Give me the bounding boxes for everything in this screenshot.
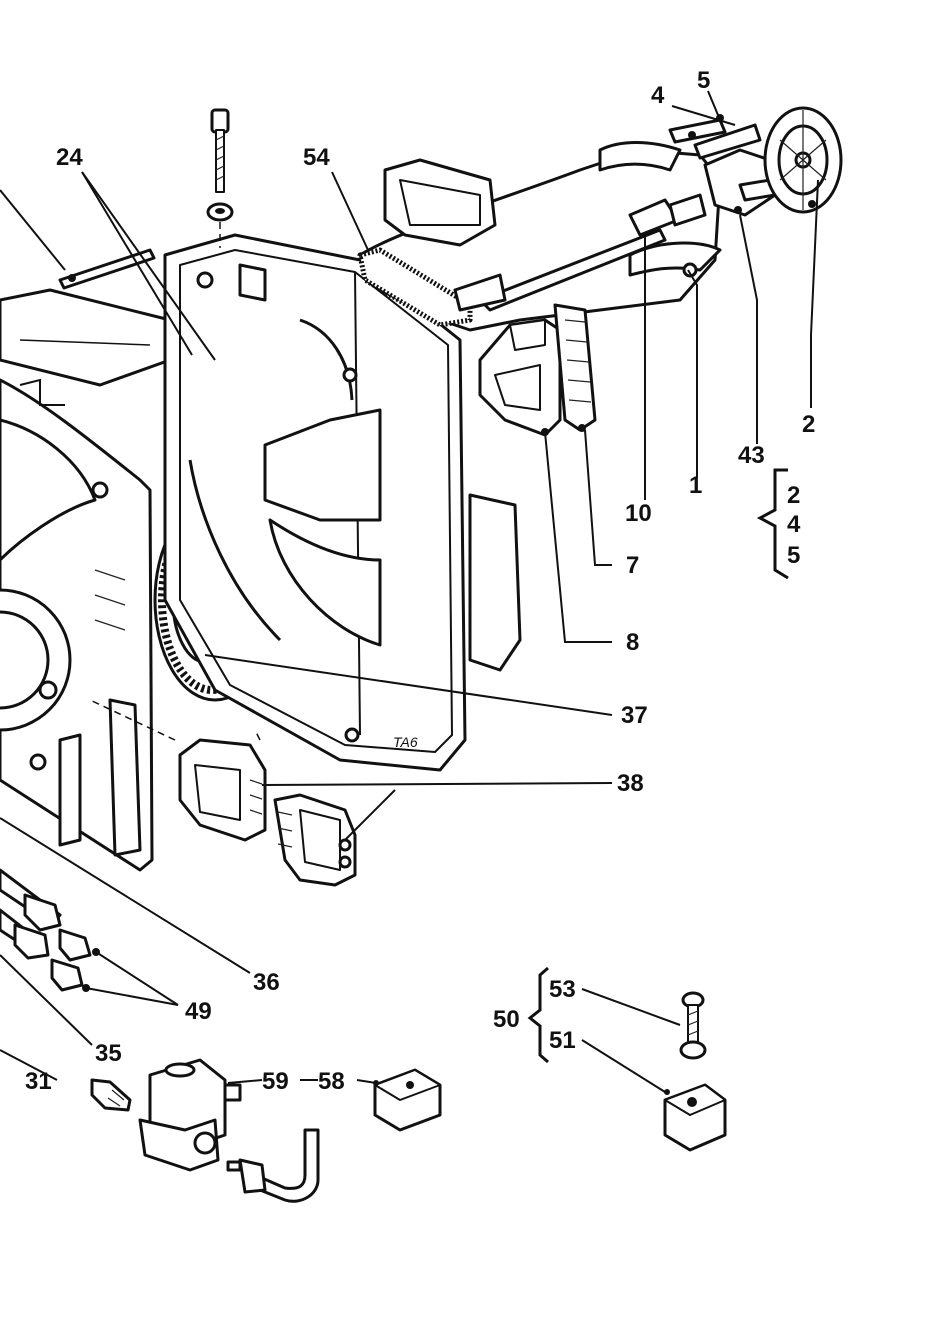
burner-tube	[360, 143, 720, 331]
callout-51: 51	[549, 1027, 576, 1054]
callout-2: 2	[802, 411, 815, 438]
callout-36: 36	[253, 969, 280, 996]
callout-59: 59	[262, 1068, 289, 1095]
top-screw	[208, 110, 232, 248]
callout-4: 4	[651, 82, 665, 109]
callout-43-item-2: 2	[787, 482, 800, 509]
callout-58: 58	[318, 1068, 345, 1095]
callout-38: 38	[617, 770, 644, 797]
callout-10: 10	[625, 500, 652, 527]
callout-54: 54	[303, 144, 330, 171]
callout-8: 8	[626, 629, 639, 656]
front-housing-plate	[0, 290, 170, 870]
callout-5: 5	[697, 67, 710, 94]
svg-text:TA6: TA6	[393, 734, 418, 750]
callout-7: 7	[626, 552, 639, 579]
callout-43-item-5: 5	[787, 542, 800, 569]
callout-43-item-4: 4	[787, 511, 801, 538]
callout-31: 31	[25, 1068, 52, 1095]
coil-kit-50	[664, 993, 725, 1150]
braces	[530, 470, 788, 1062]
callout-35: 35	[95, 1040, 122, 1067]
solenoid-valve	[140, 1060, 440, 1201]
callout-43: 43	[738, 442, 765, 469]
hoses-and-nipples	[0, 870, 130, 1110]
callout-1: 1	[689, 472, 702, 499]
callout-50: 50	[493, 1006, 520, 1033]
callout-49: 49	[185, 998, 212, 1025]
callout-24: 24	[56, 144, 83, 171]
callout-53: 53	[549, 976, 576, 1003]
callout-37: 37	[621, 702, 648, 729]
